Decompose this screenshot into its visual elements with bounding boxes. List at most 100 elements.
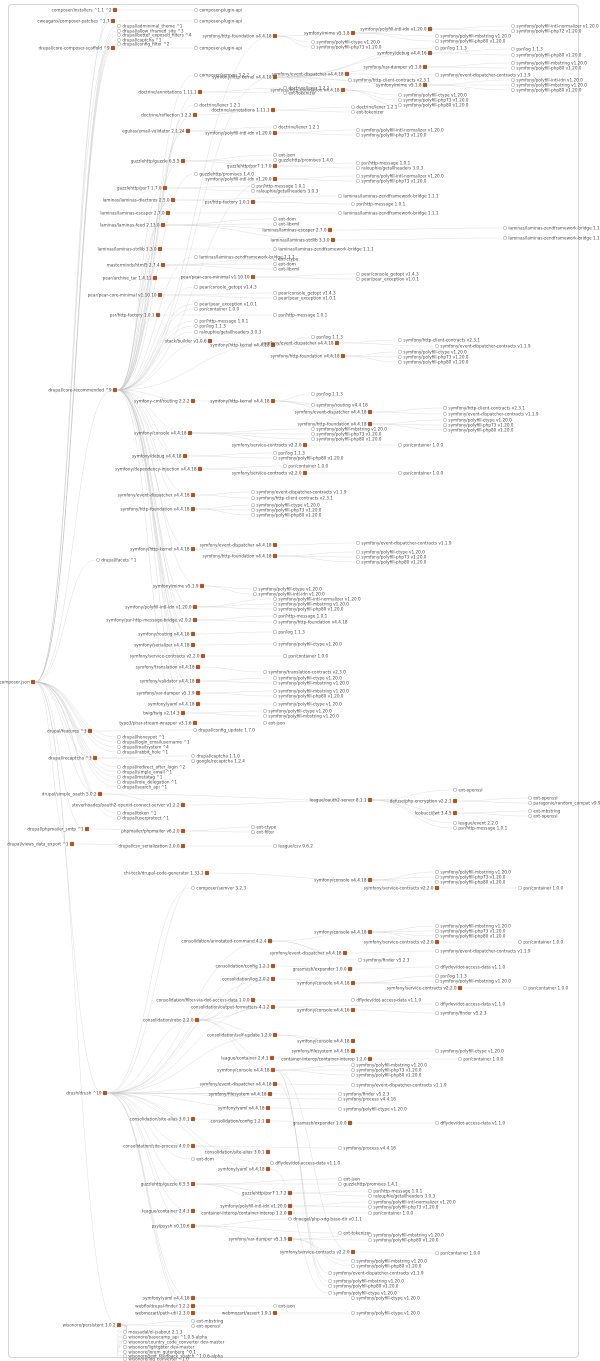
package-node[interactable]: webmozart/assert 1.9.1: [222, 1311, 278, 1316]
leaf-package-node[interactable]: symfony/polyfill-intl-idn v1.20.0: [253, 592, 325, 597]
package-node[interactable]: symfony/event-dispatcher v4.4.18: [262, 341, 340, 346]
package-node[interactable]: symfony/http-foundation v4.4.18: [270, 354, 346, 359]
package-node[interactable]: symfony/event-dispatcher v4.4.18: [200, 1082, 278, 1087]
package-node[interactable]: guzzlehttp/guzzle 6.5.5: [141, 1182, 196, 1187]
leaf-package-node[interactable]: drupal/captcha ^1: [117, 38, 162, 43]
package-node[interactable]: wisonore/persistent 3.0.2: [62, 1323, 122, 1328]
leaf-package-node[interactable]: symfony/event-dispatcher-contracts v1.1.…: [328, 1271, 424, 1276]
leaf-package-node[interactable]: composer/semver 3.2.3: [191, 886, 246, 891]
package-node[interactable]: composer.json: [0, 680, 36, 685]
leaf-package-node[interactable]: symfony/polyfill-mbstring v1.20.0: [368, 1233, 444, 1238]
leaf-package-node[interactable]: symfony/event-dispatcher-contracts v1.1.…: [435, 344, 531, 349]
leaf-package-node[interactable]: dflydev/dot-access-data v1.1.0: [435, 1121, 506, 1126]
leaf-package-node[interactable]: psr/container 1.0.0: [368, 1211, 414, 1216]
leaf-package-node[interactable]: ext-dom: [273, 217, 296, 222]
leaf-package-node[interactable]: pear/console_getopt v1.4.3: [356, 272, 419, 277]
package-node[interactable]: pear/pear-core-minimal v1.10.10: [88, 293, 163, 298]
package-node[interactable]: symfony/console v4.4.16: [297, 1008, 356, 1013]
leaf-package-node[interactable]: symfony/polyfill-php73 v1.20.0: [443, 423, 514, 428]
package-node[interactable]: consolidation/site-alias 3.0.1: [205, 1150, 271, 1155]
package-node[interactable]: laminas/laminas-escaper 2.7.0: [100, 211, 171, 216]
leaf-package-node[interactable]: symfony/finder v5.2.3: [358, 958, 410, 963]
package-node[interactable]: symfony/polyfill-intl-idn v1.20.0: [125, 605, 198, 610]
package-node[interactable]: container-interop/container-interop 1.2.…: [201, 1211, 293, 1216]
package-node[interactable]: drupal/phpmailer_smtp ^1: [27, 827, 90, 832]
leaf-package-node[interactable]: symfony/polyfill-mbstring v1.20.0: [511, 83, 587, 88]
package-node[interactable]: laminas/laminas-stdlib 3.3.0: [270, 238, 336, 243]
package-node[interactable]: consolidation/log 2.0.2: [222, 977, 276, 982]
package-node[interactable]: drupal/features ^3: [47, 729, 93, 734]
leaf-package-node[interactable]: ext-dom: [191, 1157, 214, 1162]
leaf-package-node[interactable]: symfony/polyfill-php80 v1.20.0: [398, 360, 469, 365]
leaf-package-node[interactable]: symfony/http-client-contracts v2.3.1: [251, 496, 333, 501]
leaf-package-node[interactable]: psr/container 1.0.0: [523, 986, 569, 991]
package-node[interactable]: masterminds/html5 2.7.4: [107, 263, 166, 268]
leaf-package-node[interactable]: symfony/polyfill-php80 v1.20.0: [251, 513, 322, 518]
leaf-package-node[interactable]: dflydev/dot-access-data v1.1.0: [435, 1002, 506, 1007]
package-node[interactable]: drush/drush ^10: [66, 1091, 108, 1096]
leaf-package-node[interactable]: symfony/polyfill-ctype v1.20.0: [251, 503, 320, 508]
leaf-package-node[interactable]: psr/container 1.0.0: [518, 940, 564, 945]
leaf-package-node[interactable]: drupal/captcha 1.1.0: [191, 754, 240, 759]
leaf-package-node[interactable]: composer-plugin-api: [194, 19, 242, 24]
leaf-package-node[interactable]: symfony/polyfill-intl-normalizer v1.20.0: [356, 174, 444, 179]
leaf-package-node[interactable]: symfony/polyfill-ctype v1.20.0: [273, 642, 342, 647]
package-node[interactable]: consolidation/site-process 4.0.0: [123, 1144, 196, 1149]
package-node[interactable]: symfony/event-dispatcher v4.4.18: [295, 410, 373, 415]
package-node[interactable]: symfony/service-contracts v2.2.0: [232, 471, 308, 476]
package-node[interactable]: guzzlehttp/guzzle 6.5.5: [131, 159, 186, 164]
leaf-package-node[interactable]: pear/pear_exception v1.0.1: [194, 302, 257, 307]
leaf-package-node[interactable]: symfony/event-dispatcher-contracts v1.1.…: [351, 1083, 447, 1088]
leaf-package-node[interactable]: ralouphie/getallheaders 3.0.3: [368, 1194, 436, 1199]
leaf-package-node[interactable]: symfony/polyfill-ctype v1.20.0: [356, 550, 425, 555]
leaf-package-node[interactable]: symfony/polyfill-intl-idn v1.20.0: [511, 78, 583, 83]
leaf-package-node[interactable]: pear/console_getopt v1.4.3: [194, 285, 257, 290]
package-node[interactable]: phpmailer/phpmailer v6.2.0: [121, 829, 186, 834]
leaf-package-node[interactable]: psr/container 1.0.0: [458, 1057, 504, 1062]
leaf-package-node[interactable]: drupal/search_api ^1: [117, 785, 167, 790]
leaf-package-node[interactable]: symfony/polyfill-mbstring v1.20.0: [273, 681, 349, 686]
leaf-package-node[interactable]: psr/container 1.0.0: [518, 886, 564, 891]
package-node[interactable]: typo3/phar-stream-wrapper v3.1.6: [119, 721, 198, 726]
leaf-package-node[interactable]: symfony/polyfill-php80 v1.20.0: [435, 880, 506, 885]
leaf-package-node[interactable]: psr/container 1.0.0: [398, 443, 444, 448]
package-node[interactable]: laminas/laminas-escaper 2.7.0: [262, 228, 333, 233]
leaf-package-node[interactable]: symfony/polyfill-ctype v1.20.0: [273, 702, 342, 707]
package-node[interactable]: consolidation/output-formatters 4.1.2: [191, 1005, 276, 1010]
leaf-package-node[interactable]: symfony/polyfill-php73 v1.20.0: [311, 432, 382, 437]
package-node[interactable]: laminas/laminas-feed 2.13.0: [100, 223, 166, 228]
leaf-package-node[interactable]: symfony/polyfill-mbstring v1.20.0: [511, 61, 587, 66]
leaf-package-node[interactable]: symfony/polyfill-ctype v1.20.0: [311, 40, 380, 45]
package-node[interactable]: symfony/polyfill-intl-idn v1.20.0: [205, 177, 278, 182]
leaf-package-node[interactable]: symfony/polyfill-mbstring v1.20.0: [435, 34, 511, 39]
leaf-package-node[interactable]: drupal/config_filter ^2: [117, 42, 170, 47]
leaf-package-node[interactable]: dnoegel/php-xdg-base-dir v0.1.1: [288, 1217, 362, 1222]
package-node[interactable]: psr/http-factory 1.0.1: [110, 313, 161, 318]
leaf-package-node[interactable]: symfony/polyfill-mbstring v1.20.0: [273, 602, 349, 607]
package-node[interactable]: symfony/event-dispatcher v4.4.18: [270, 951, 348, 956]
leaf-package-node[interactable]: mossadal/ol-jsabout 2.1.3: [123, 1330, 183, 1335]
leaf-package-node[interactable]: guzzlehttp/promises 1.4.0: [194, 172, 254, 177]
leaf-package-node[interactable]: symfony/polyfill-mbstring v1.20.0: [351, 1063, 427, 1068]
leaf-package-node[interactable]: ext-tokenizer: [283, 91, 316, 96]
leaf-package-node[interactable]: symfony/polyfill-php80 v1.20.0: [328, 1284, 399, 1289]
package-node[interactable]: drupal/views_data_export ^1: [7, 842, 75, 847]
package-node[interactable]: container-interop/container-interop 1.2.…: [281, 1057, 373, 1062]
leaf-package-node[interactable]: psr/http-message 1.0.1: [194, 319, 249, 324]
leaf-package-node[interactable]: composer-plugin-api: [194, 8, 242, 13]
package-node[interactable]: consolidation/filter-via-dot-access-data…: [156, 998, 256, 1003]
package-node[interactable]: consolidation/config 1.2.1: [211, 1119, 271, 1124]
leaf-package-node[interactable]: symfony/polyfill-ctype v1.20.0: [273, 676, 342, 681]
leaf-package-node[interactable]: symfony/polyfill-ctype v1.20.0: [398, 93, 467, 98]
package-node[interactable]: consolidation/site-alias 3.0.1: [130, 1117, 196, 1122]
package-node[interactable]: symfony-cmf/routing 2.2.2: [134, 399, 196, 404]
package-node[interactable]: webflo/drupal-finder 1.2.2: [135, 1304, 196, 1309]
package-node[interactable]: symfony/http-foundation v4.4.18: [120, 507, 196, 512]
leaf-package-node[interactable]: symfony/polyfill-php72 v1.20.0: [511, 29, 582, 34]
leaf-package-node[interactable]: symfony/polyfill-intl-normalizer v1.20.0: [368, 1200, 456, 1205]
leaf-package-node[interactable]: ext-mbstring: [528, 809, 561, 814]
package-node[interactable]: composer/installers ^1.1 ^2: [52, 8, 118, 13]
leaf-package-node[interactable]: league/csv 9.6.2: [273, 844, 313, 849]
package-node[interactable]: drupal/core-recommended ^9: [48, 388, 118, 393]
package-node[interactable]: symfony/http-kernel v4.4.18: [210, 399, 276, 404]
